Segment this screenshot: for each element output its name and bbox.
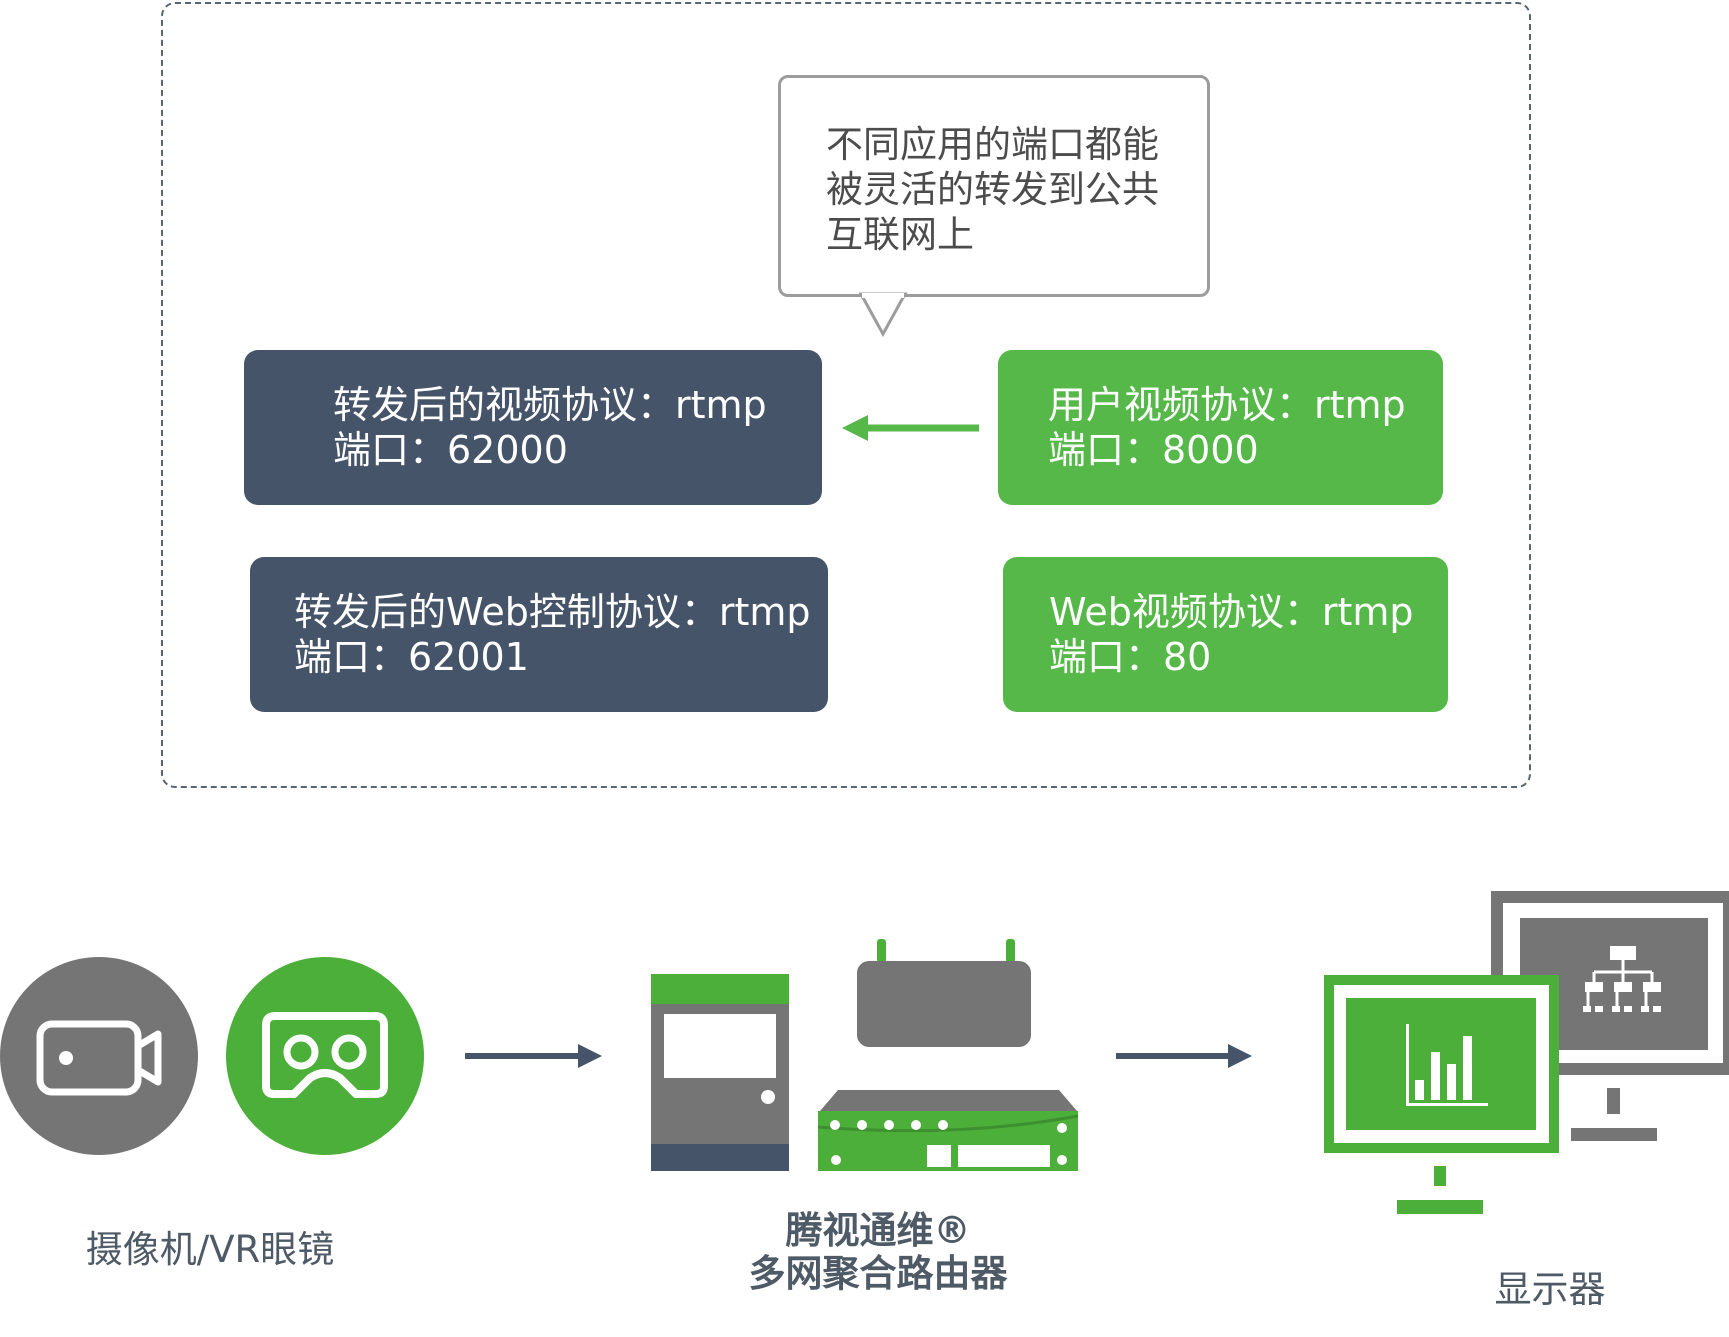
router-label-line2: 多网聚合路由器 [748,1252,1008,1295]
callout-bubble [778,75,1210,297]
camera-icon [0,957,198,1155]
forwarded-web-protocol: 转发后的Web控制协议：rtmp [294,590,811,634]
wireless-router-icon [857,939,1031,1047]
forwarded-video-protocol: 转发后的视频协议：rtmp [333,383,767,427]
forward-arrow [842,415,979,441]
callout-text: 不同应用的端口都能 被灵活的转发到公共 互联网上 [826,122,1186,257]
callout-line-2: 被灵活的转发到公共 [826,168,1159,211]
vr-glasses-icon [226,957,424,1155]
forwarding-panel-frame [161,2,1531,788]
callout-line-3: 互联网上 [826,213,974,256]
flow-arrow-1 [465,1044,602,1068]
router-label-line1: 腾视通维® [785,1209,971,1252]
flow-arrow-2 [1116,1044,1252,1068]
forwarded-web-port: 端口：62001 [294,635,529,679]
callout-tail [858,292,908,338]
forwarded-video-box: 转发后的视频协议：rtmp 端口：62000 [244,350,822,505]
network-switch-icon [817,1090,1079,1171]
user-video-box: 用户视频协议：rtmp 端口：8000 [998,350,1443,505]
tower-device-icon [651,974,789,1171]
user-video-port: 端口：8000 [1048,428,1259,472]
bar-chart-icon [1406,1024,1488,1106]
callout-line-1: 不同应用的端口都能 [826,123,1159,166]
user-video-protocol: 用户视频协议：rtmp [1048,383,1406,427]
hierarchy-icon [1583,946,1661,1012]
web-video-box: Web视频协议：rtmp 端口：80 [1003,557,1448,712]
web-video-port: 端口：80 [1049,635,1212,679]
front-monitor-icon [1324,975,1559,1214]
forwarded-web-box: 转发后的Web控制协议：rtmp 端口：62001 [250,557,828,712]
forwarded-video-port: 端口：62000 [333,428,568,472]
display-label: 显示器 [1494,1268,1606,1311]
web-video-protocol: Web视频协议：rtmp [1049,590,1414,634]
camera-vr-label: 摄像机/VR眼镜 [85,1228,335,1271]
